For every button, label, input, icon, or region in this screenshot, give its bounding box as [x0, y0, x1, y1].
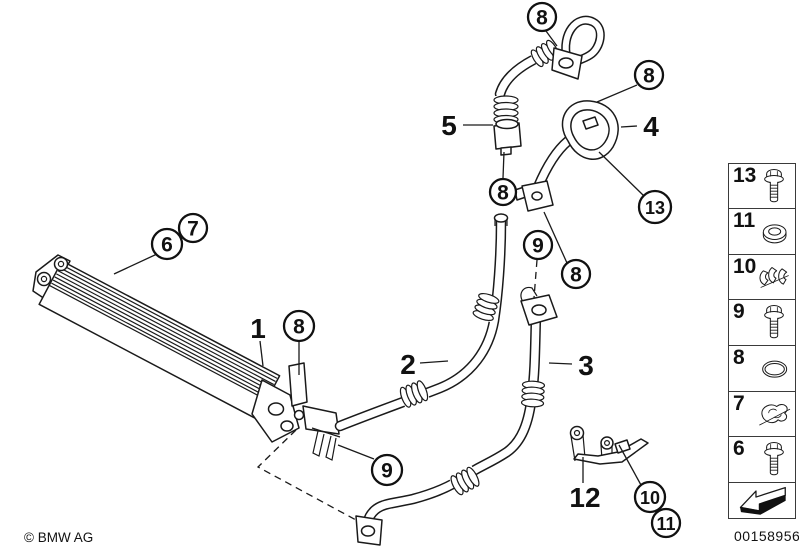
leader-line	[598, 151, 645, 197]
leader-line	[596, 84, 638, 103]
hex-bolt-icon	[754, 166, 794, 207]
svg-text:11: 11	[656, 514, 675, 534]
svg-text:8: 8	[536, 7, 548, 30]
document-number: 00158956	[734, 528, 799, 544]
callout-13[interactable]: 13	[637, 189, 673, 225]
callout-6[interactable]: 6	[150, 227, 184, 261]
callout-7[interactable]: 7	[177, 212, 209, 244]
callout-8[interactable]: 8	[282, 309, 316, 343]
oil-cooler-drawing	[32, 254, 300, 443]
callout-8[interactable]: 8	[526, 1, 558, 33]
legend-number: 11	[733, 209, 756, 233]
parts-legend: 13 11 10 9 8 7 6	[728, 162, 796, 519]
callout-8[interactable]: 8	[488, 177, 518, 207]
callout-9[interactable]: 9	[522, 229, 554, 261]
part-label-2: 2	[400, 349, 416, 380]
return-line-drawing	[355, 286, 558, 546]
leader-line	[337, 444, 375, 460]
callout-8[interactable]: 8	[633, 59, 665, 91]
callout-11[interactable]: 11	[650, 507, 682, 539]
leader-line	[620, 125, 638, 128]
svg-text:8: 8	[570, 264, 582, 287]
spring-clamp-icon	[754, 394, 794, 435]
part-label-5: 5	[441, 110, 457, 141]
svg-text:13: 13	[645, 198, 665, 218]
mounting-plate-drawing	[288, 362, 308, 407]
callout-10[interactable]: 10	[633, 480, 667, 514]
svg-text:10: 10	[640, 488, 660, 508]
legend-direction-arrow[interactable]	[728, 481, 796, 519]
leader-line	[113, 253, 158, 275]
leader-line	[419, 360, 449, 364]
feed-line-drawing	[334, 213, 509, 432]
support-bracket-drawing	[569, 425, 649, 465]
legend-number: 10	[733, 254, 757, 278]
legend-item-6[interactable]: 6	[728, 436, 796, 484]
direction-arrow-icon	[732, 485, 792, 516]
part-label-1: 1	[250, 313, 266, 344]
legend-number: 9	[733, 300, 745, 324]
upper-hose-drawing	[493, 15, 605, 156]
oil-line-fitting-drawing	[293, 405, 341, 461]
svg-text:9: 9	[532, 235, 544, 258]
svg-text:6: 6	[161, 234, 173, 257]
svg-text:8: 8	[497, 182, 509, 205]
legend-number: 6	[733, 437, 745, 461]
washer-icon	[754, 211, 794, 252]
o-ring-icon	[754, 348, 794, 389]
leader-line	[548, 362, 573, 365]
leader-line	[259, 340, 264, 367]
legend-item-10[interactable]: 10	[728, 253, 796, 301]
hose-clamp-icon	[754, 257, 794, 298]
part-label-4: 4	[643, 111, 659, 142]
svg-text:7: 7	[187, 218, 199, 241]
svg-text:8: 8	[643, 65, 655, 88]
copyright-text: © BMW AG	[24, 530, 94, 545]
svg-text:8: 8	[293, 316, 305, 339]
hex-bolt-icon	[754, 302, 794, 343]
legend-number: 7	[733, 391, 745, 415]
legend-item-9[interactable]: 9	[728, 299, 796, 347]
pipe-holder-drawing	[514, 100, 619, 212]
legend-item-7[interactable]: 7	[728, 390, 796, 438]
leader-line	[545, 30, 558, 47]
leader-line	[256, 429, 357, 521]
svg-text:9: 9	[381, 460, 393, 483]
hex-bolt-icon	[754, 439, 794, 480]
part-label-3: 3	[578, 350, 594, 381]
leader-line	[502, 151, 505, 179]
callout-8[interactable]: 8	[560, 258, 592, 290]
legend-item-11[interactable]: 11	[728, 208, 796, 256]
leader-line	[543, 211, 568, 264]
part-label-12: 12	[569, 482, 600, 513]
leader-line	[533, 259, 538, 299]
legend-item-13[interactable]: 13	[728, 162, 796, 210]
legend-number: 8	[733, 346, 745, 370]
legend-number: 13	[733, 163, 757, 187]
callout-9[interactable]: 9	[370, 453, 404, 487]
leader-line	[618, 444, 642, 486]
legend-item-8[interactable]: 8	[728, 345, 796, 393]
